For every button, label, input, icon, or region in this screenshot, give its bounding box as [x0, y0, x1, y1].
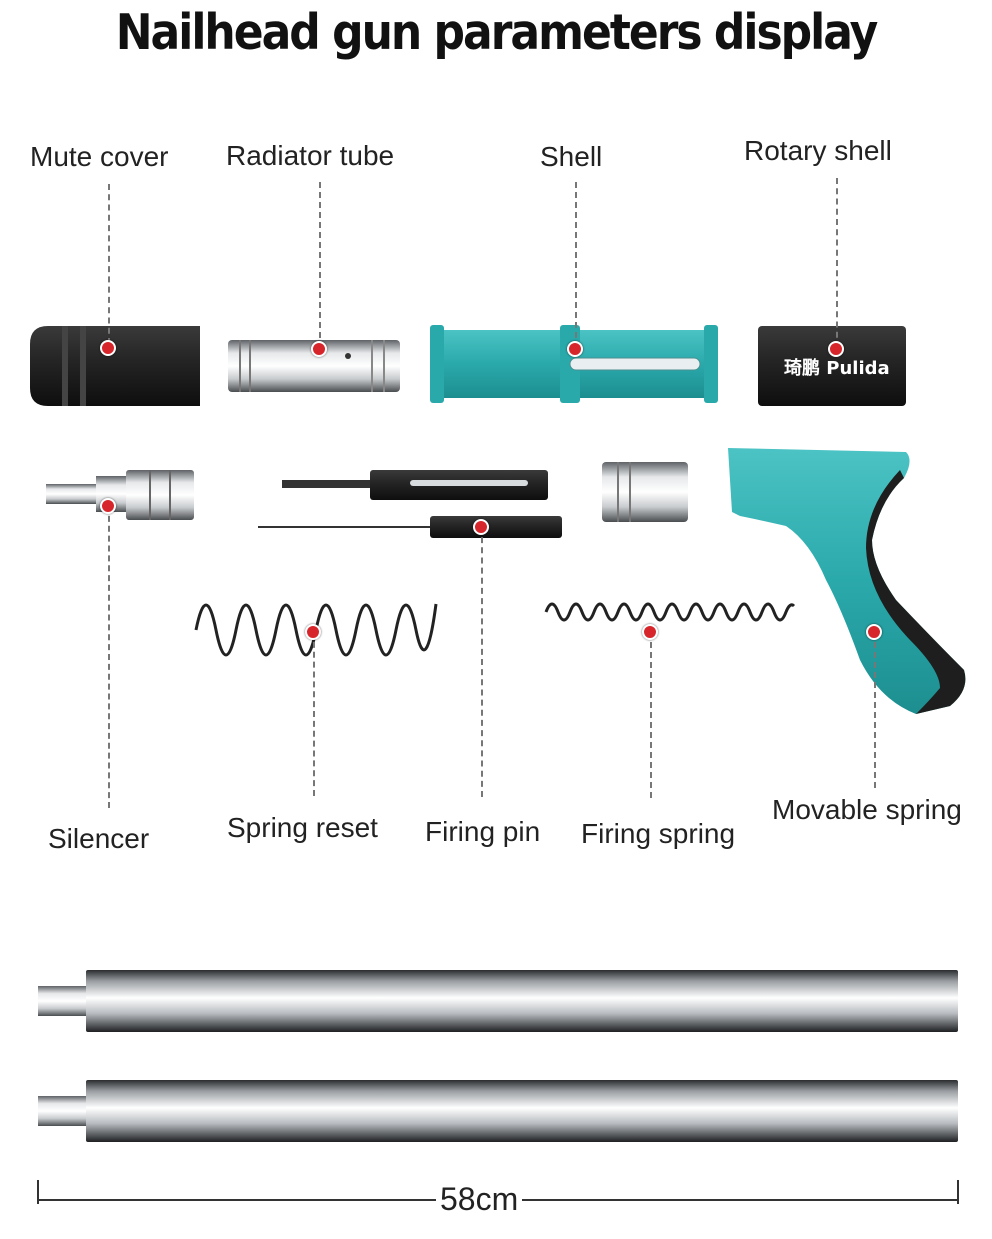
label-spring-reset: Spring reset — [227, 812, 378, 843]
marker-firing-pin — [473, 519, 489, 535]
leader-movable-spring — [874, 632, 876, 788]
metal-nut-part — [602, 462, 688, 522]
firing-pin-upper-part — [282, 470, 548, 500]
leader-rotary-shell — [836, 178, 838, 348]
firing-spring-part — [544, 602, 796, 622]
marker-silencer — [100, 498, 116, 514]
movable-spring-part — [728, 448, 966, 714]
spring-reset-part — [194, 585, 438, 657]
firing-pin-lower-part — [258, 516, 562, 538]
leader-firing-spring — [650, 632, 652, 798]
shell-part — [430, 325, 718, 403]
label-radiator-tube: Radiator tube — [226, 140, 395, 171]
label-shell: Shell — [540, 141, 603, 172]
marker-firing-spring — [642, 624, 658, 640]
rod-upper-part — [38, 970, 958, 1032]
leader-shell — [575, 182, 577, 348]
radiator-tube-part — [228, 340, 400, 392]
leader-firing-pin — [481, 527, 483, 797]
marker-spring-reset — [305, 624, 321, 640]
page-title: Nailhead gun parameters display — [115, 4, 879, 62]
rod-length-label: 58cm — [436, 1181, 523, 1218]
label-mute-cover: Mute cover — [30, 141, 169, 172]
leader-silencer — [108, 506, 110, 808]
brand-text: 琦鹏 Pulida — [784, 357, 890, 379]
marker-radiator-tube — [311, 341, 327, 357]
leader-mute-cover — [108, 184, 110, 344]
marker-rotary-shell — [828, 341, 844, 357]
mute-cover-part — [30, 326, 200, 406]
rod-lower-part — [38, 1080, 958, 1142]
label-firing-spring: Firing spring — [581, 818, 736, 849]
label-rotary-shell: Rotary shell — [744, 135, 892, 166]
leader-radiator-tube — [319, 182, 321, 348]
marker-mute-cover — [100, 340, 116, 356]
label-silencer: Silencer — [48, 823, 150, 854]
label-firing-pin: Firing pin — [425, 816, 541, 847]
silencer-part — [46, 470, 194, 520]
marker-shell — [567, 341, 583, 357]
rotary-shell-part: 琦鹏 Pulida — [758, 326, 906, 406]
label-movable-spring: Movable spring — [772, 794, 962, 825]
marker-movable-spring — [866, 624, 882, 640]
leader-spring-reset — [313, 632, 315, 796]
